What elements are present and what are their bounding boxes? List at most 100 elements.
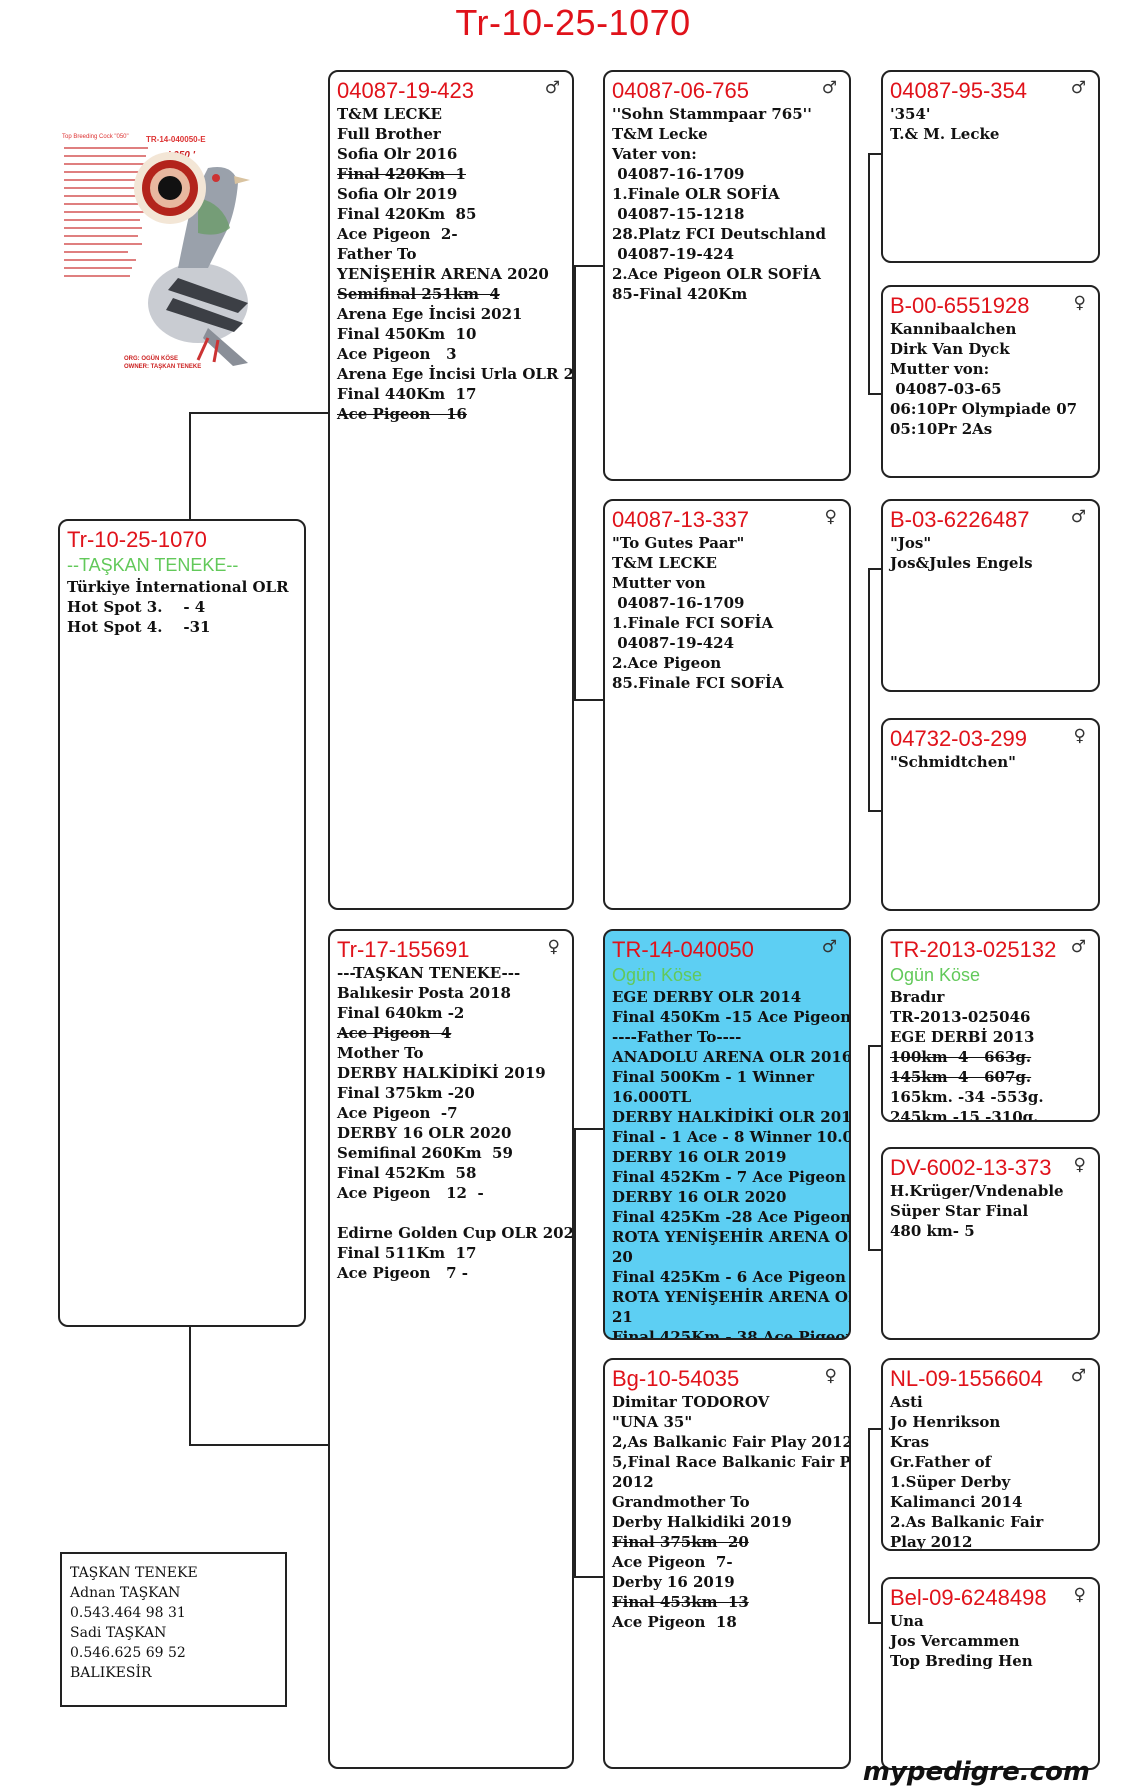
text-line: 85.Finale FCI SOFİA [612, 673, 842, 693]
text-line: Final 640km -2 [337, 1003, 565, 1023]
dam-sire-card[interactable]: TR-14-040050 ♂ Ogün Köse EGE DERBY OLR 2… [603, 929, 851, 1340]
connector [868, 1249, 882, 1251]
text-line: "UNA 35" [612, 1412, 842, 1432]
sdd-lines: "Schmidtchen" [890, 752, 1091, 772]
connector [574, 1128, 604, 1130]
text-line: 1.Süper Derby [890, 1472, 1091, 1492]
photo-org: ORG: OGÜN KÖSE [124, 355, 178, 362]
pedigree-title: Tr-10-25-1070 [0, 2, 1146, 44]
dam-ring: Tr-17-155691 [337, 937, 565, 963]
text-line: "Schmidtchen" [890, 752, 1091, 772]
text-line: 145km 4 607g. [890, 1067, 1091, 1087]
text-line: Grandmother To [612, 1492, 842, 1512]
connector [868, 1045, 882, 1047]
text-line: TR-2013-025046 [890, 1007, 1091, 1027]
text-line: Balıkesir Posta 2018 [337, 983, 565, 1003]
text-line: Play 2012 [890, 1532, 1091, 1551]
text-line: Final 511Km 17 [337, 1243, 565, 1263]
subject-ring: Tr-10-25-1070 [67, 527, 297, 553]
text-line: 480 km- 5 [890, 1221, 1091, 1241]
male-icon: ♂ [822, 78, 837, 98]
text-line: ''Sohn Stammpaar 765'' [612, 104, 842, 124]
photo-ring: TR-14-040050-E [146, 135, 206, 144]
sss-ring: 04087-95-354 [890, 78, 1091, 104]
connector [189, 1444, 330, 1446]
text-line: Final 440Km 17 [337, 384, 565, 404]
text-line: Gr.Father of [890, 1452, 1091, 1472]
text-line: Final 425Km -28 Ace Pigeon - 4 [612, 1207, 842, 1227]
male-icon: ♂ [1071, 937, 1086, 957]
dam-dam-lines: Dimitar TODOROV"UNA 35"2,As Balkanic Fai… [612, 1392, 842, 1632]
text-line: Final 425Km - 6 Ace Pigeon - 7 [612, 1267, 842, 1287]
text-line: Hot Spot 4. -31 [67, 617, 297, 637]
text-line: Adnan TAŞKAN [70, 1584, 277, 1604]
text-line: Jo Henrikson [890, 1412, 1091, 1432]
text-line: Ace Pigeon 7- [612, 1552, 842, 1572]
pigeon-photo: Top Breeding Cock "050" TR-14-040050-E '… [58, 128, 264, 372]
sire-sire-ring: 04087-06-765 [612, 78, 842, 104]
text-line: Final 375km 20 [612, 1532, 842, 1552]
text-line: Final 420Km 1 [337, 164, 565, 184]
text-line: Father To [337, 244, 565, 264]
text-line: 165km. -34 -553g. [890, 1087, 1091, 1107]
sdd-card[interactable]: 04732-03-299 ♀ "Schmidtchen" [881, 718, 1100, 911]
female-icon: ♀ [1074, 1155, 1086, 1175]
text-line: Kras [890, 1432, 1091, 1452]
connector [868, 810, 882, 812]
text-line: 04087-19-424 [612, 244, 842, 264]
text-line: DERBY HALKİDİKİ OLR 2018 [612, 1107, 842, 1127]
male-icon: ♂ [822, 937, 837, 957]
male-icon: ♂ [545, 78, 560, 98]
text-line: YENİŞEHİR ARENA 2020 [337, 264, 565, 284]
female-icon: ♀ [548, 937, 560, 957]
dam-sire-breeder: Ogün Köse [612, 963, 842, 987]
female-icon: ♀ [1074, 726, 1086, 746]
sdd-ring: 04732-03-299 [890, 726, 1091, 752]
text-line: 1.Finale FCI SOFİA [612, 613, 842, 633]
dam-dam-card[interactable]: Bg-10-54035 ♀ Dimitar TODOROV"UNA 35"2,A… [603, 1358, 851, 1769]
text-line: Una [890, 1611, 1091, 1631]
subject-card[interactable]: Tr-10-25-1070 --TAŞKAN TENEKE-- Türkiye … [58, 519, 306, 1327]
text-line: Türkiye İnternational OLR [67, 577, 297, 597]
text-line: "To Gutes Paar" [612, 533, 842, 553]
text-line: 04087-03-65 [890, 379, 1091, 399]
text-line: Final 375km -20 [337, 1083, 565, 1103]
connector [189, 1326, 191, 1446]
connector [574, 1576, 604, 1578]
text-line: TAŞKAN TENEKE [70, 1564, 277, 1584]
text-line: DERBY 16 OLR 2020 [612, 1187, 842, 1207]
text-line: DERBY HALKİDİKİ 2019 [337, 1063, 565, 1083]
text-line: ROTA YENİŞEHİR ARENA OLR [612, 1227, 842, 1247]
sss-card[interactable]: 04087-95-354 ♂ '354'T.& M. Lecke [881, 70, 1100, 263]
text-line: H.Krüger/Vndenable [890, 1181, 1091, 1201]
text-line: DERBY 16 OLR 2020 [337, 1123, 565, 1143]
text-line: Final 452Km - 7 Ace Pigeon - 2 [612, 1167, 842, 1187]
text-line: Jos&Jules Engels [890, 553, 1091, 573]
text-line: 0.546.625 69 52 [70, 1644, 277, 1664]
text-line: Asti [890, 1392, 1091, 1412]
text-line: Hot Spot 3. - 4 [67, 597, 297, 617]
text-line: Final 420Km 85 [337, 204, 565, 224]
text-line: "Jos" [890, 533, 1091, 553]
footer-brand[interactable]: mypedigre.com [863, 1757, 1090, 1787]
sds-card[interactable]: B-03-6226487 ♂ "Jos"Jos&Jules Engels [881, 499, 1100, 692]
sire-sire-card[interactable]: 04087-06-765 ♂ ''Sohn Stammpaar 765''T&M… [603, 70, 851, 481]
text-line: T.& M. Lecke [890, 124, 1091, 144]
text-line: 5,Final Race Balkanic Fair Play [612, 1452, 842, 1472]
ddd-ring: Bel-09-6248498 [890, 1585, 1091, 1611]
dam-card[interactable]: Tr-17-155691 ♀ ---TAŞKAN TENEKE---Balıke… [328, 929, 574, 1769]
connector [868, 1428, 882, 1430]
